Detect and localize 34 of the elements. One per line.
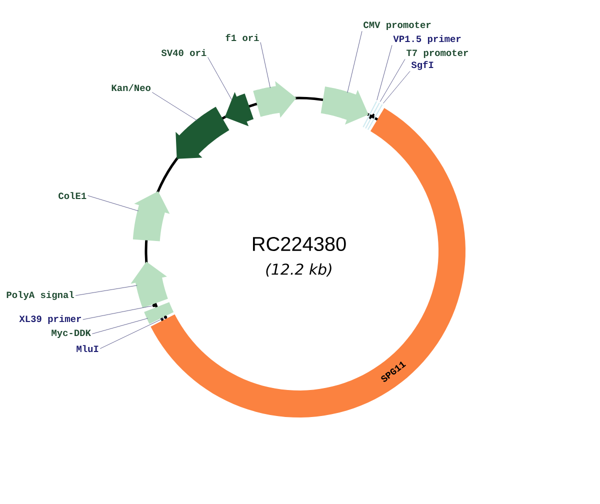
- feature-label: VP1.5 primer: [393, 35, 461, 44]
- leader-line: [100, 318, 164, 349]
- site-mark: [367, 104, 383, 130]
- leader-line: [376, 44, 392, 100]
- plasmid-name: RC224380: [253, 236, 346, 252]
- feature-label: f1 ori: [226, 34, 259, 42]
- leader-line: [260, 42, 271, 88]
- plasmid-size: (12.2 kb): [266, 263, 332, 277]
- feature-label: MluI: [76, 345, 98, 352]
- feature-label: CMV promoter: [364, 22, 431, 30]
- feature-segment: [176, 106, 230, 159]
- feature-label: Myc-DDK: [52, 330, 91, 338]
- leader-line: [82, 306, 152, 320]
- leader-line: [382, 70, 410, 104]
- feature-block: [144, 302, 174, 324]
- leader-line: [75, 285, 138, 296]
- feature-segment: [130, 262, 168, 308]
- feature-label: PolyA signal: [6, 291, 74, 300]
- feature-segment: [224, 92, 254, 126]
- leader-line: [92, 318, 148, 334]
- leader-line: [380, 58, 406, 102]
- leader-line: [347, 30, 362, 93]
- feature-label: ColE1: [58, 192, 86, 200]
- leader-line: [208, 57, 232, 100]
- feature-label: SgfI: [411, 61, 434, 70]
- feature-segment: [320, 86, 368, 125]
- feature-segment: [132, 191, 170, 242]
- feature-label: Kan/Neo: [112, 84, 151, 92]
- feature-label: T7 promoter: [406, 50, 468, 58]
- feature-segment: [253, 81, 296, 118]
- feature-label: SV40 ori: [161, 49, 206, 56]
- leader-line: [152, 92, 198, 121]
- feature-label: XL39 primer: [19, 315, 81, 324]
- leader-line: [88, 195, 139, 212]
